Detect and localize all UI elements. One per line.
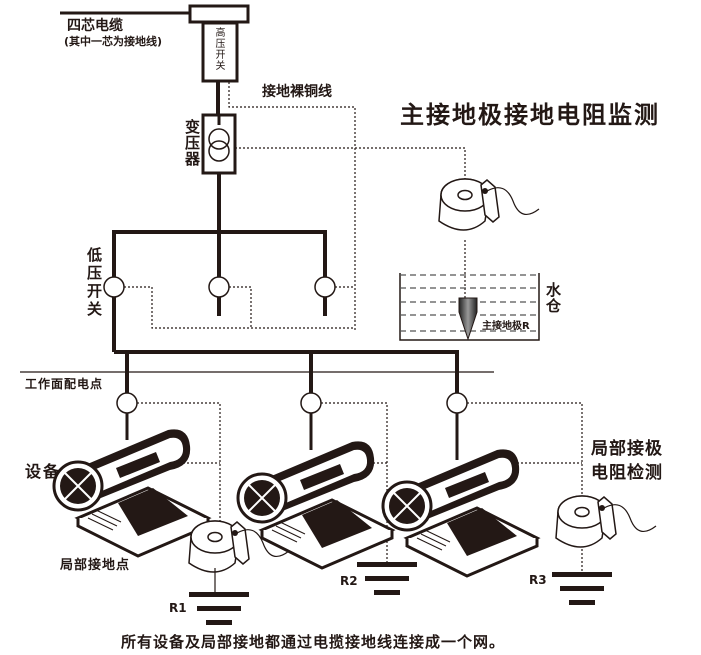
ground-r1-icon — [189, 592, 249, 625]
main-ground-electrode — [458, 297, 478, 341]
work-switch-3 — [446, 392, 468, 414]
work-switch-2 — [300, 392, 322, 414]
cable-label: 四芯电缆 — [67, 18, 123, 34]
bare-copper-label: 接地裸铜线 — [262, 84, 332, 100]
work-point-label: 工作面配电点 — [25, 377, 104, 391]
lv-switch-1 — [103, 276, 125, 298]
equipment-3 — [381, 447, 539, 578]
work-switch-1 — [116, 392, 138, 414]
hv-switch-label: 高压开关 — [213, 27, 224, 71]
cable-terminal-box — [188, 4, 250, 24]
ground-r3-icon — [552, 572, 612, 605]
r2-label: R2 — [340, 574, 358, 588]
cable-note-label: (其中一芯为接地线) — [64, 35, 163, 48]
lv-switch-3 — [314, 276, 336, 298]
lv-switch-2 — [208, 276, 230, 298]
lv-switch-label: 低压开关 — [85, 247, 103, 319]
water-tank — [399, 273, 540, 341]
caption: 所有设备及局部接地都通过电揽接地线连接成一个网。 — [121, 633, 506, 651]
ground-r2-icon — [357, 562, 417, 595]
local-meter-3-icon — [555, 495, 657, 548]
local-monitor-label: 局部接极电阻检测 — [591, 439, 663, 483]
water-tank-label: 水仓 — [544, 282, 562, 314]
equipment-label: 设备 — [25, 462, 62, 481]
bare-copper-ground-line — [228, 82, 356, 330]
main-electrode-label: 主接地极R — [482, 321, 530, 332]
local-ground-point-label: 局部接地点 — [60, 558, 131, 573]
diagram-title: 主接地极接地电阻监测 — [400, 101, 660, 129]
hv-switch-box — [201, 21, 239, 83]
equipment-1 — [52, 427, 210, 558]
main-meter-icon — [438, 178, 540, 231]
equipment-2 — [236, 439, 394, 570]
r3-label: R3 — [529, 573, 547, 587]
transformer-coil-icon — [208, 128, 230, 150]
transformer-label: 变压器 — [183, 119, 201, 167]
r1-label: R1 — [169, 601, 187, 615]
